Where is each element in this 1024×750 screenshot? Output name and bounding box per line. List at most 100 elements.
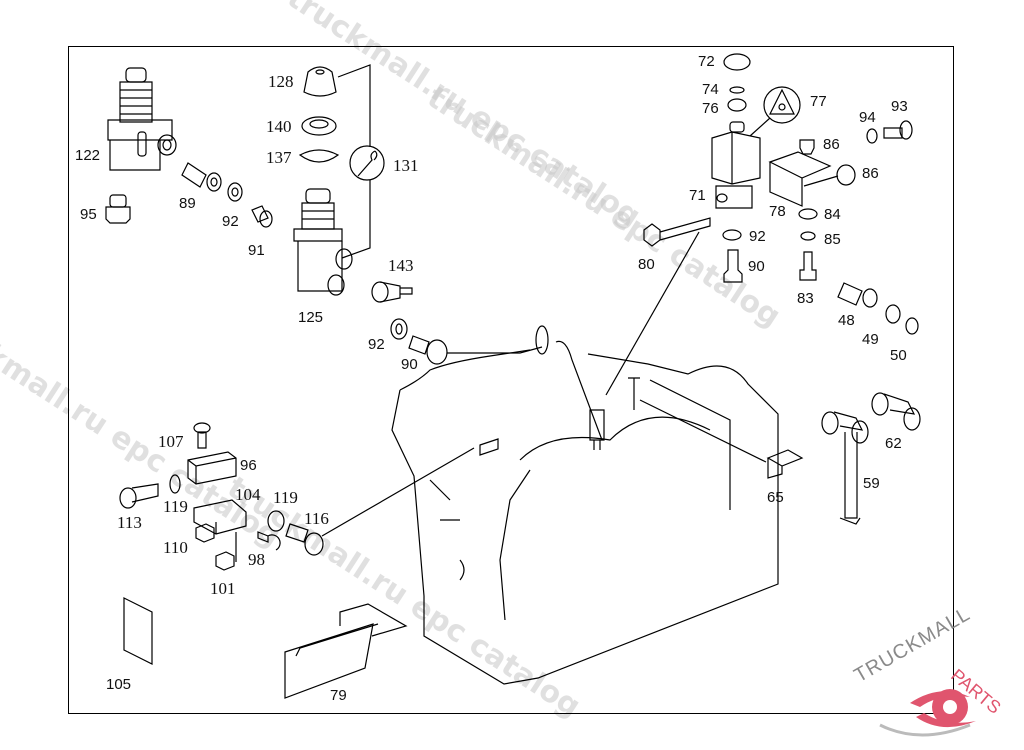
callout-119: 119 — [163, 497, 188, 516]
part-119-washer — [169, 474, 181, 494]
callout-131: 131 — [393, 156, 419, 175]
callout-98: 98 — [248, 550, 265, 569]
part-79-bracket — [284, 603, 408, 699]
callout-80: 80 — [638, 256, 655, 273]
part-49-washer — [885, 304, 901, 324]
callout-83: 83 — [797, 290, 814, 307]
part-77-cover — [763, 86, 801, 124]
callout-48: 48 — [838, 312, 855, 329]
callout-113: 113 — [117, 513, 142, 532]
callout-137: 137 — [266, 148, 292, 167]
part-92-washer — [722, 229, 742, 241]
leader-line — [639, 399, 767, 463]
callout-86: 86 — [862, 165, 879, 182]
part-76-washer — [727, 98, 747, 112]
part-86-nut — [836, 164, 856, 186]
callout-105: 105 — [106, 676, 132, 693]
callout-79: 79 — [330, 687, 347, 704]
callout-77: 77 — [810, 93, 827, 110]
part-84-washer — [798, 208, 818, 220]
part-62-tee-fitting — [871, 392, 921, 431]
part-113-banjo-bolt — [119, 483, 159, 509]
callout-86: 86 — [823, 136, 840, 153]
part-104-bracket — [193, 499, 247, 535]
callout-74: 74 — [702, 81, 719, 98]
part-65-bracket — [766, 449, 804, 479]
callout-50: 50 — [890, 347, 907, 364]
part-78-bracket — [768, 151, 832, 207]
part-86-nut — [799, 139, 815, 155]
part-125-valve — [293, 188, 353, 296]
callout-119: 119 — [273, 488, 298, 507]
part-83-bolt — [799, 251, 817, 281]
engine-block — [391, 325, 779, 685]
callout-59: 59 — [863, 475, 880, 492]
part-71-solenoid-valve — [711, 121, 761, 209]
callout-93: 93 — [891, 98, 908, 115]
part-90-banjo-bolt — [408, 335, 543, 365]
callout-116: 116 — [304, 509, 329, 528]
callout-84: 84 — [824, 206, 841, 223]
leader-line — [605, 231, 700, 396]
truckmall-parts-logo: TRUCKMALL PARTS — [850, 603, 1024, 750]
part-92-washer — [390, 318, 408, 340]
callout-94: 94 — [859, 109, 876, 126]
part-143-sensor — [371, 281, 413, 303]
callout-90: 90 — [748, 258, 765, 275]
callout-104: 104 — [235, 485, 261, 504]
callout-128: 128 — [268, 72, 294, 91]
callout-140: 140 — [266, 117, 292, 136]
callout-95: 95 — [80, 206, 97, 223]
part-116-banjo-bolt — [285, 523, 324, 556]
callout-62: 62 — [885, 435, 902, 452]
part-101-nut — [215, 532, 237, 571]
callout-125: 125 — [298, 309, 324, 326]
callout-76: 76 — [702, 100, 719, 117]
part-48-fitting — [837, 282, 878, 308]
callout-92: 92 — [222, 213, 239, 230]
part-92-washer — [227, 182, 243, 202]
part-93-bolt — [883, 120, 913, 140]
part-107-screw — [193, 422, 211, 449]
callout-90: 90 — [401, 356, 418, 373]
part-105-plate — [123, 597, 153, 665]
part-95-plug — [105, 194, 131, 224]
part-128-cap — [303, 66, 337, 97]
part-137-seal — [298, 149, 340, 163]
callout-72: 72 — [698, 53, 715, 70]
callout-91: 91 — [248, 242, 265, 259]
callout-65: 65 — [767, 489, 784, 506]
callout-71: 71 — [689, 187, 706, 204]
part-85-spring-washer — [800, 231, 816, 241]
callout-78: 78 — [769, 203, 786, 220]
part-74-ring — [729, 86, 745, 94]
part-98-bolt — [257, 531, 281, 551]
callout-122: 122 — [75, 147, 101, 164]
callout-92: 92 — [368, 336, 385, 353]
part-94-washer — [866, 128, 878, 144]
callout-49: 49 — [862, 331, 879, 348]
part-80-bolt — [643, 217, 711, 247]
callout-110: 110 — [163, 538, 188, 557]
callout-107: 107 — [158, 432, 184, 451]
part-131-tool — [349, 145, 385, 181]
callout-92: 92 — [749, 228, 766, 245]
part-96-block — [187, 451, 237, 485]
leader-line — [321, 447, 475, 537]
callout-101: 101 — [210, 579, 236, 598]
part-72-cap — [723, 53, 751, 71]
part-59-tee-bracket — [821, 411, 869, 525]
part-50-ring — [905, 317, 919, 335]
part-110-nut — [195, 523, 215, 543]
part-140-nut — [301, 116, 337, 136]
part-89-fitting — [181, 162, 222, 192]
callout-85: 85 — [824, 231, 841, 248]
part-122-valve — [107, 67, 177, 171]
part-90-banjo-bolt — [723, 249, 743, 283]
callout-89: 89 — [179, 195, 196, 212]
callout-143: 143 — [388, 256, 414, 275]
part-119-washer — [267, 510, 285, 532]
part-91-plug — [251, 205, 273, 228]
